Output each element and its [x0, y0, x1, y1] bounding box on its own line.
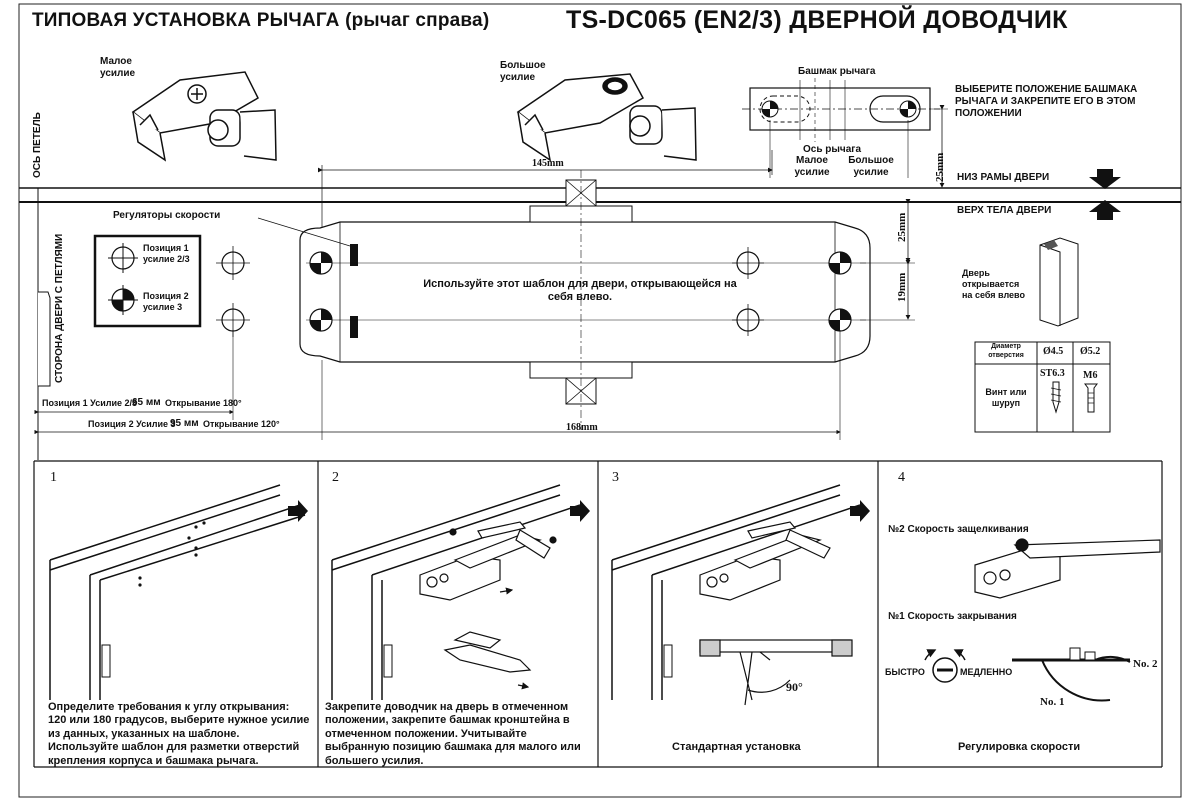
step3-closer-drawing	[699, 521, 831, 601]
big-force-shoe-drawing	[516, 73, 697, 162]
screw-m6: M6	[1083, 370, 1098, 381]
page-border	[18, 3, 1182, 798]
position2-marker-icon	[108, 285, 138, 315]
shoe-title: Башмак рычага	[798, 66, 876, 77]
lever-axis-label: Ось рычага	[803, 144, 862, 155]
step3-plan-view	[699, 639, 853, 706]
shoe-plate-drawing	[742, 78, 940, 178]
row2-suffix: Открывание 120°	[203, 419, 280, 429]
step3-text: Стандартная установка	[672, 741, 801, 753]
row1-suffix: Открывание 180°	[165, 398, 242, 408]
step1-door-frame-drawing	[49, 484, 306, 700]
dim-168: 168mm	[566, 422, 598, 433]
frame-bottom-label: НИЗ РАМЫ ДВЕРИ	[957, 172, 1050, 183]
step3-arrow-icon	[850, 500, 870, 522]
dim-25-top: 25mm	[934, 152, 946, 182]
step3-angle: 90°	[786, 680, 803, 694]
door-opening-drawing	[1039, 237, 1079, 327]
door-top-label: ВЕРХ ТЕЛА ДВЕРИ	[957, 205, 1052, 216]
small-force-shoe-drawing	[131, 71, 277, 162]
step3-door-frame-drawing	[611, 484, 861, 700]
arrow-up-icon	[1089, 200, 1121, 220]
step2-number: 2	[332, 470, 339, 485]
step4-closer-drawing	[974, 538, 1161, 599]
hole-screw-table	[974, 341, 1111, 433]
step1-text: Определите требования к углу открывания:…	[48, 701, 310, 767]
step2-door-frame-drawing	[331, 484, 581, 700]
position-legend-box	[93, 234, 202, 328]
step1-arrow-icon	[288, 500, 308, 522]
step4-speed1: №1 Скорость закрывания	[888, 611, 1017, 622]
body-hole-4	[732, 304, 764, 336]
hole-d2: Ø5.2	[1080, 346, 1101, 357]
template-note: Используйте этот шаблон для двери, откры…	[423, 278, 737, 304]
dim-145: 145mm	[532, 158, 564, 169]
shoe-hole-bottom	[216, 303, 250, 337]
speed-regulators-label: Регуляторы скорости	[113, 210, 221, 221]
row2-value: 95 мм	[170, 418, 199, 429]
hinge-axis-label: ОСЬ ПЕТЕЛЬ	[32, 112, 43, 178]
step2-closer-drawing	[419, 521, 557, 690]
position1-marker-icon	[108, 243, 138, 273]
hole-d1: Ø4.5	[1043, 346, 1064, 357]
step4-number: 4	[898, 470, 905, 485]
page-title-right: TS-DC065 (EN2/3) ДВЕРНОЙ ДОВОДЧИК	[566, 6, 1068, 34]
body-hole-2	[309, 308, 333, 332]
step2-text: Закрепите доводчик на дверь в отмеченном…	[325, 701, 581, 767]
dim-25-right: 25mm	[896, 212, 908, 242]
step4-no1: No. 1	[1040, 696, 1065, 708]
step1-marks	[138, 521, 206, 587]
step4-speed-arc	[1012, 647, 1131, 702]
step1-number: 1	[50, 470, 57, 485]
row1-value: 65 мм	[132, 397, 161, 408]
arrow-down-icon	[1089, 169, 1121, 189]
hinge-side-label: СТОРОНА ДВЕРИ С ПЕТЛЯМИ	[54, 233, 65, 383]
step3-number: 3	[612, 470, 619, 485]
step4-no2: No. 2	[1133, 658, 1158, 670]
closer-body-outline	[257, 170, 871, 430]
step2-arrow-icon	[570, 500, 590, 522]
step4-slow: МЕДЛЕННО	[960, 667, 1013, 677]
screw-st: ST6.3	[1040, 368, 1065, 379]
step4-speed2: №2 Скорость защелкивания	[888, 524, 1029, 535]
dim-19: 19mm	[896, 272, 908, 302]
step4-text: Регулировка скорости	[958, 741, 1081, 753]
body-hole-1	[309, 251, 333, 275]
body-hole-6	[828, 308, 852, 332]
body-hole-3	[732, 247, 764, 279]
shoe-hole-top	[216, 246, 250, 280]
row1-prefix: Позиция 1 Усилие 2/3	[42, 398, 138, 408]
page-title-left: ТИПОВАЯ УСТАНОВКА РЫЧАГА (рычаг справа)	[32, 10, 490, 31]
row2-prefix: Позиция 2 Усилие 3	[88, 419, 176, 429]
step4-fast: БЫСТРО	[885, 667, 925, 677]
step4-regulator-icon	[924, 649, 966, 683]
body-hole-5	[828, 251, 852, 275]
